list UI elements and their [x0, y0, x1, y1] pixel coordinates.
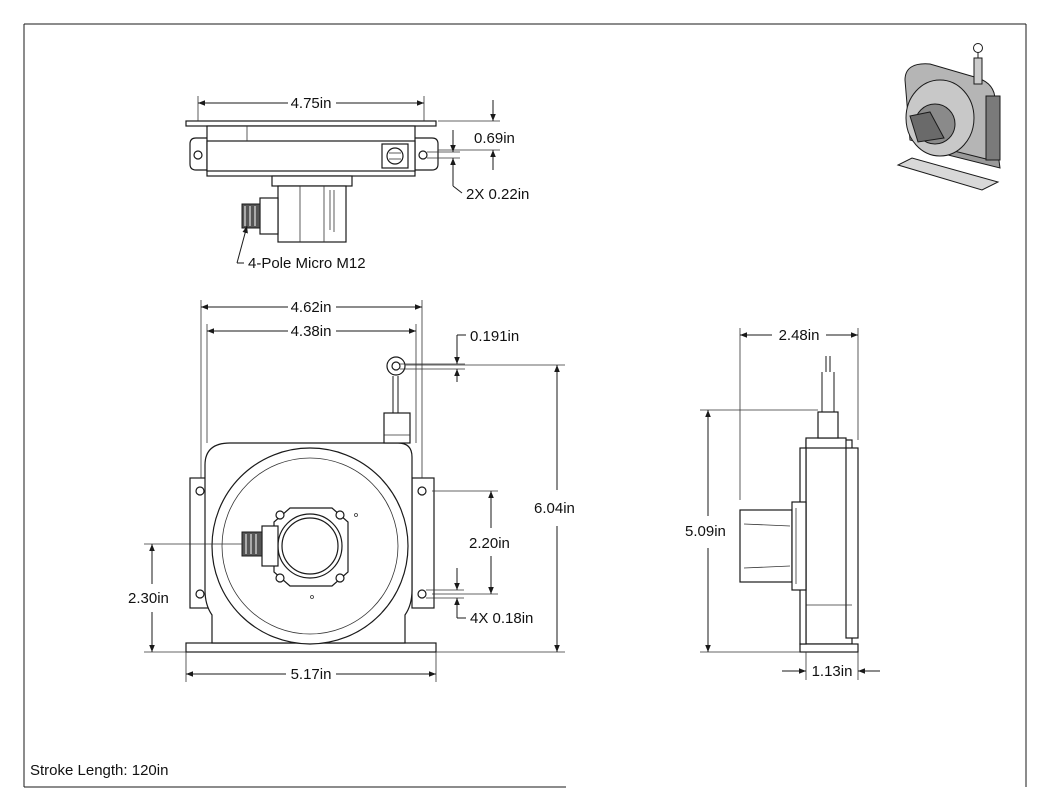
dim-base-width: 5.17in	[291, 666, 332, 683]
top-view: 4.75in 0.69in 2X 0.22in 4-Pole Micro M12	[185, 95, 529, 272]
dim-top-height: 0.69in	[474, 130, 515, 147]
dim-top-width: 4.75in	[291, 95, 332, 112]
dim-front-height: 6.04in	[534, 500, 575, 517]
callout-connector: 4-Pole Micro M12	[248, 255, 366, 272]
dim-side-base: 1.13in	[812, 663, 853, 680]
dim-top-hole: 2X 0.22in	[466, 186, 529, 203]
side-view: 2.48in 5.09in 1.13in	[685, 327, 880, 680]
dim-front-inner-width: 4.38in	[291, 323, 332, 340]
dim-hole-spacing: 2.20in	[469, 535, 510, 552]
dim-front-outer-width: 4.62in	[291, 299, 332, 316]
dim-side-width: 2.48in	[779, 327, 820, 344]
dim-side-height: 5.09in	[685, 523, 726, 540]
front-view: 4.62in 4.38in 0.191in 6.04in 2.20in 4X 0	[128, 299, 575, 683]
sheet-border	[23, 23, 1027, 788]
dim-hole-dia: 4X 0.18in	[470, 610, 533, 627]
dim-connector-height: 2.30in	[128, 590, 169, 607]
dim-eyelet: 0.191in	[470, 328, 519, 345]
isometric-view	[896, 43, 1001, 191]
stroke-length-label: Stroke Length: 120in	[30, 762, 168, 779]
